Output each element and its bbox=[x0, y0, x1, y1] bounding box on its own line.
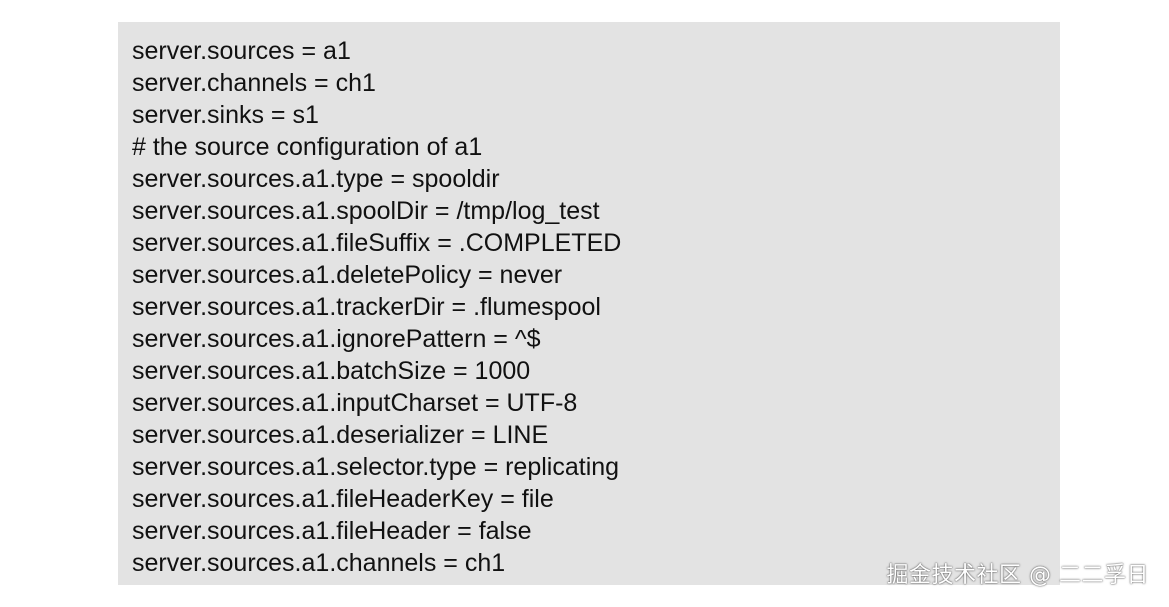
code-line: server.sources.a1.ignorePattern = ^$ bbox=[132, 325, 541, 353]
code-line: server.sources.a1.trackerDir = .flumespo… bbox=[132, 293, 601, 321]
code-line: server.channels = ch1 bbox=[132, 69, 376, 97]
code-line: server.sources.a1.batchSize = 1000 bbox=[132, 357, 531, 385]
code-line: server.sources.a1.fileHeader = false bbox=[132, 517, 532, 545]
code-line: server.sources.a1.fileHeaderKey = file bbox=[132, 485, 554, 513]
code-line: server.sources.a1.inputCharset = UTF-8 bbox=[132, 389, 578, 417]
code-line: server.sources = a1 bbox=[132, 37, 351, 65]
code-line: server.sources.a1.spoolDir = /tmp/log_te… bbox=[132, 197, 600, 225]
code-line: server.sources.a1.deletePolicy = never bbox=[132, 261, 563, 289]
watermark: 掘金技术社区 @ 二二孚日 bbox=[886, 563, 1149, 588]
code-line: server.sources.a1.deserializer = LINE bbox=[132, 421, 549, 449]
code-line: server.sources.a1.type = spooldir bbox=[132, 165, 500, 193]
code-block: server.sources = a1 server.channels = ch… bbox=[118, 22, 1060, 585]
code-line: server.sources.a1.selector.type = replic… bbox=[132, 453, 620, 481]
code-comment-line: # the source configuration of a1 bbox=[132, 133, 483, 161]
code-line: server.sinks = s1 bbox=[132, 101, 319, 129]
code-line: server.sources.a1.fileSuffix = .COMPLETE… bbox=[132, 229, 622, 257]
code-line: server.sources.a1.channels = ch1 bbox=[132, 549, 506, 577]
